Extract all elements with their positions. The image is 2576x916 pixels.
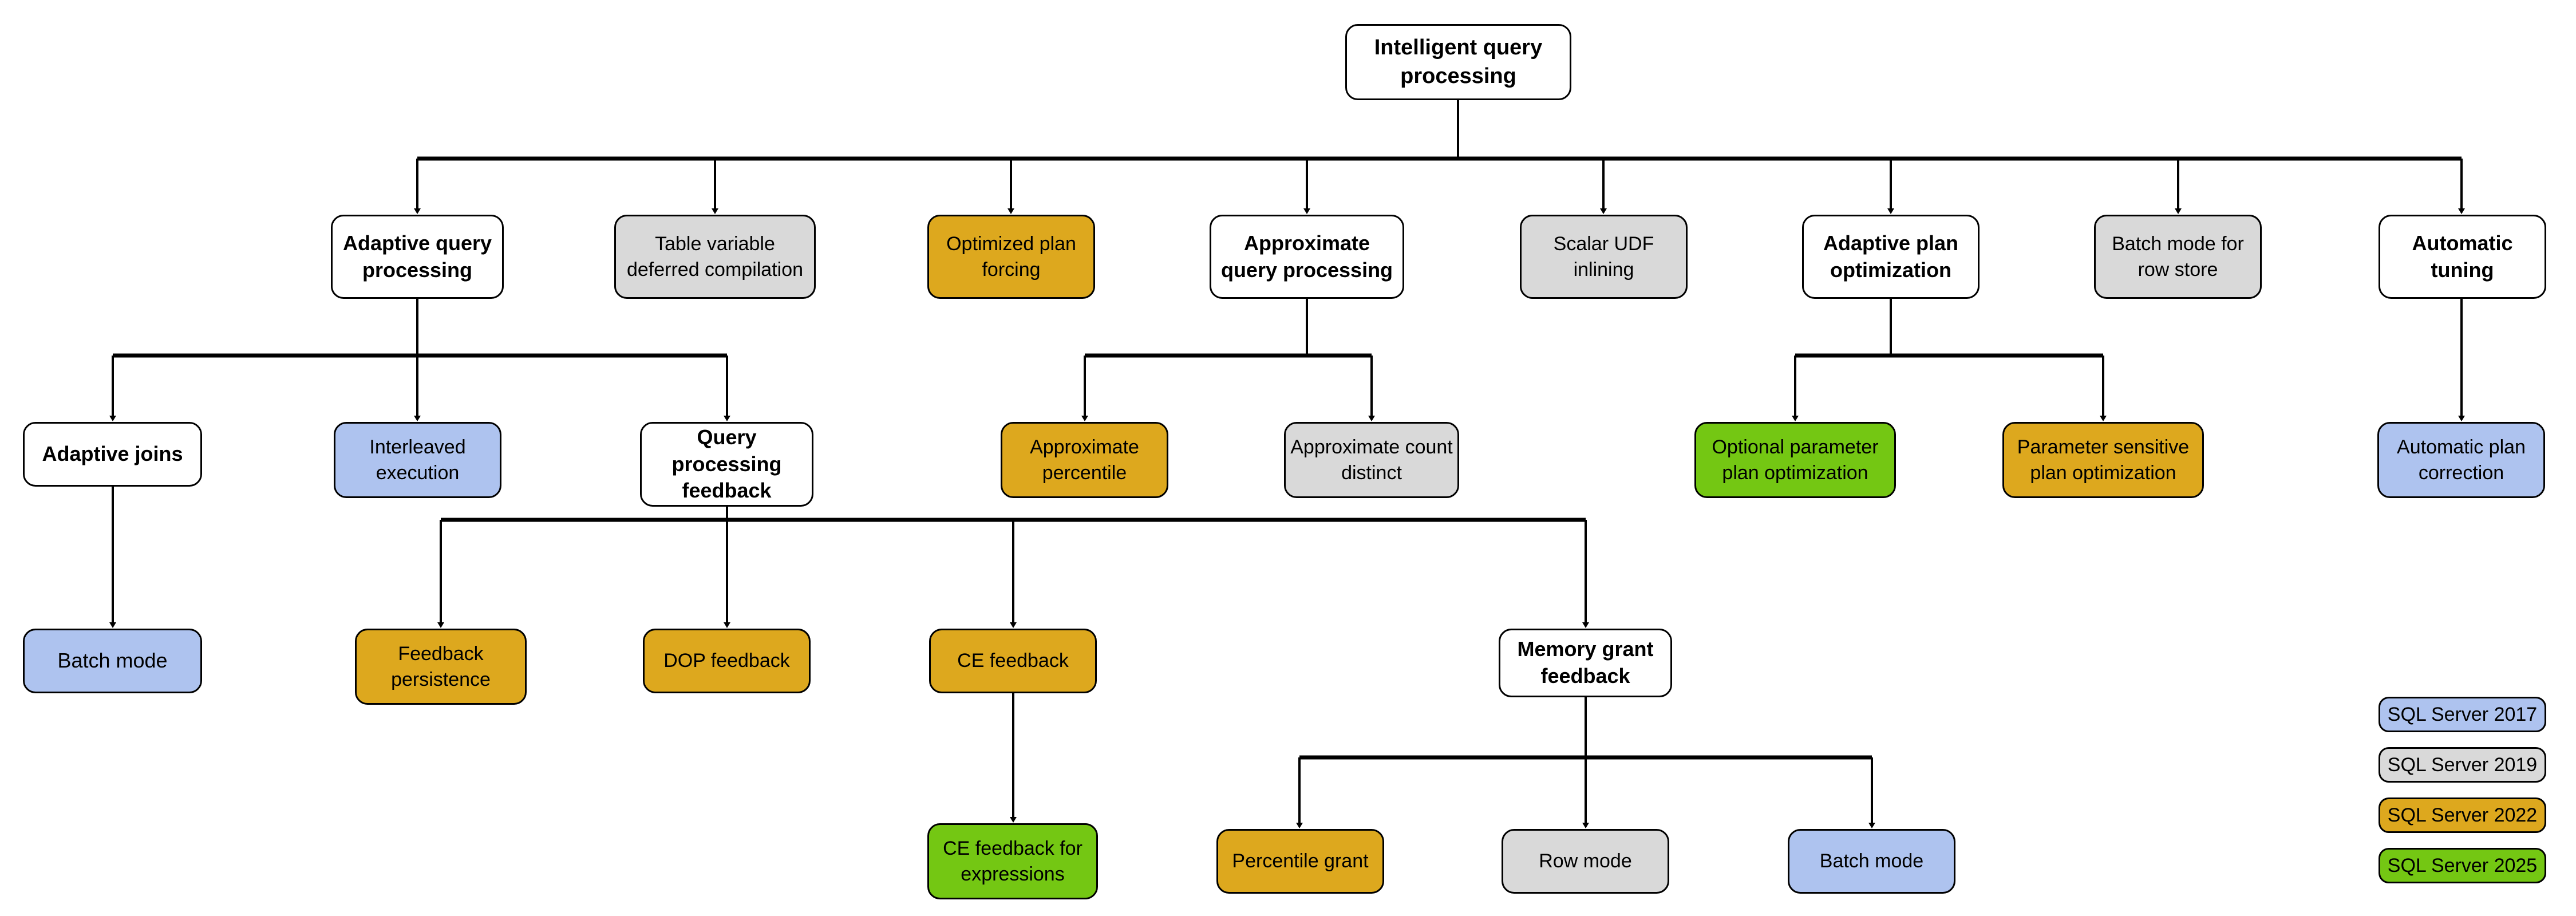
node-automatic-plan-correction[interactable]: Automatic plan correction (2377, 422, 2545, 498)
node-label: Table variable deferred compilation (626, 233, 804, 281)
node-memory-grant-feedback[interactable]: Memory grant feedback (1499, 629, 1672, 697)
node-adaptive-plan-optimization[interactable]: Adaptive plan optimization (1802, 215, 1980, 299)
node-approximate-count-distinct[interactable]: Approximate count distinct (1284, 422, 1459, 498)
node-label: Batch mode for row store (2112, 233, 2244, 281)
node-table-variable-deferred-compilation[interactable]: Table variable deferred compilation (614, 215, 816, 299)
node-label: Feedback persistence (391, 643, 491, 690)
node-intelligent-query-processing[interactable]: Intelligent query processing (1345, 24, 1571, 100)
node-approximate-query-processing[interactable]: Approximate query processing (1210, 215, 1404, 299)
node-label: Approximate percentile (1030, 436, 1139, 484)
node-adaptive-query-processing[interactable]: Adaptive query processing (331, 215, 504, 299)
node-batch-mode-for-row-store[interactable]: Batch mode for row store (2094, 215, 2262, 299)
legend-label: SQL Server 2022 (2387, 804, 2538, 826)
node-label: Row mode (1539, 850, 1632, 872)
node-approximate-percentile[interactable]: Approximate percentile (1001, 422, 1168, 498)
node-label: Automatic plan correction (2397, 436, 2526, 484)
node-label: Parameter sensitive plan optimization (2017, 436, 2190, 484)
node-label: CE feedback (957, 650, 1069, 672)
legend-item-sql-server-2022[interactable]: SQL Server 2022 (2379, 797, 2546, 833)
node-label: Batch mode (57, 649, 168, 673)
node-label: Adaptive joins (42, 442, 183, 466)
node-label: Batch mode (1819, 850, 1924, 872)
node-label: CE feedback for expressions (943, 838, 1082, 885)
legend-item-sql-server-2019[interactable]: SQL Server 2019 (2379, 747, 2546, 783)
node-label: DOP feedback (663, 650, 790, 672)
node-label: Optional parameter plan optimization (1712, 436, 1879, 484)
node-label: Percentile grant (1232, 850, 1369, 872)
node-label: Query processing feedback (671, 425, 782, 503)
legend-label: SQL Server 2017 (2387, 703, 2538, 725)
node-scalar-udf-inlining[interactable]: Scalar UDF inlining (1520, 215, 1688, 299)
node-label: Approximate count distinct (1290, 436, 1453, 484)
node-ce-feedback-for-expressions[interactable]: CE feedback for expressions (927, 823, 1098, 899)
legend-item-sql-server-2017[interactable]: SQL Server 2017 (2379, 697, 2546, 732)
node-parameter-sensitive-plan-optimization[interactable]: Parameter sensitive plan optimization (2002, 422, 2204, 498)
node-row-mode[interactable]: Row mode (1502, 829, 1669, 894)
node-label: Adaptive query processing (342, 231, 492, 282)
node-batch-mode-memory-grant[interactable]: Batch mode (1788, 829, 1955, 894)
node-automatic-tuning[interactable]: Automatic tuning (2379, 215, 2546, 299)
node-label: Adaptive plan optimization (1823, 231, 1959, 282)
legend-label: SQL Server 2025 (2387, 854, 2538, 876)
node-label: Automatic tuning (2412, 231, 2513, 282)
node-optimized-plan-forcing[interactable]: Optimized plan forcing (927, 215, 1095, 299)
node-adaptive-joins[interactable]: Adaptive joins (23, 422, 202, 487)
node-query-processing-feedback[interactable]: Query processing feedback (640, 422, 813, 507)
node-label: Scalar UDF inlining (1553, 233, 1654, 281)
node-label: Optimized plan forcing (946, 233, 1076, 281)
node-percentile-grant[interactable]: Percentile grant (1216, 829, 1384, 894)
node-label: Interleaved execution (369, 436, 466, 484)
node-ce-feedback[interactable]: CE feedback (929, 629, 1097, 693)
node-label: Approximate query processing (1220, 231, 1393, 282)
node-feedback-persistence[interactable]: Feedback persistence (355, 629, 527, 705)
node-batch-mode-adaptive-joins[interactable]: Batch mode (23, 629, 202, 693)
node-optional-parameter-plan-optimization[interactable]: Optional parameter plan optimization (1694, 422, 1896, 498)
node-interleaved-execution[interactable]: Interleaved execution (334, 422, 501, 498)
legend-item-sql-server-2025[interactable]: SQL Server 2025 (2379, 848, 2546, 883)
legend-label: SQL Server 2019 (2387, 753, 2538, 776)
node-dop-feedback[interactable]: DOP feedback (643, 629, 811, 693)
node-label: Memory grant feedback (1517, 637, 1654, 688)
node-label: Intelligent query processing (1374, 35, 1543, 88)
